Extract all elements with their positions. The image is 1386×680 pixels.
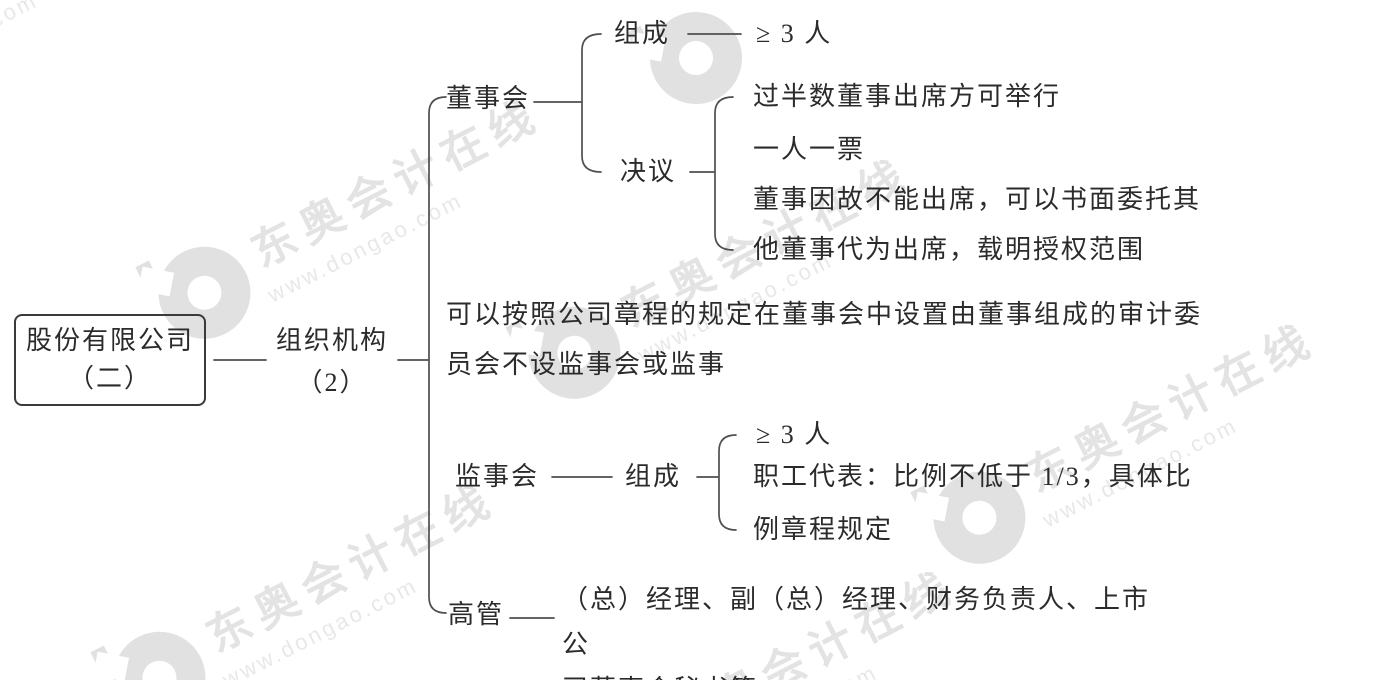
resolution-children-bracket — [714, 96, 734, 251]
watermark-brand: 东奥会计在线 — [198, 474, 505, 663]
sup-composition-item: 例章程规定 — [753, 515, 894, 544]
watermark: 东奥会计在线 www.dongao.com — [0, 0, 139, 155]
root-node: 股份有限公司 （二） — [14, 314, 206, 406]
executives-label: 高管 — [448, 600, 505, 629]
audit-note-line-1: 可以按照公司章程的规定在董事会中设置由董事组成的审计委 — [446, 300, 1203, 329]
resolution-label: 决议 — [620, 157, 677, 186]
executives-line-2: 司董事会秘书等 — [562, 667, 1162, 680]
board-children-bracket — [581, 33, 602, 173]
watermark-url: www.dongao.com — [263, 187, 467, 308]
resolution-item: 一人一票 — [753, 135, 866, 164]
resolution-item: 过半数董事出席方可举行 — [753, 82, 1062, 111]
watermark — [626, 0, 758, 120]
root-line-1: 股份有限公司 — [25, 326, 194, 355]
watermark-brand: 东奥会计在线 — [0, 0, 126, 80]
org-line-1: 组织机构 — [275, 326, 388, 355]
executives-text: （总）经理、副（总）经理、财务负责人、上市公 司董事会秘书等 — [562, 577, 1162, 680]
resolution-item: 董事因故不能出席，可以书面委托其 — [753, 185, 1202, 214]
sup-composition-item: 职工代表：比例不低于 1/3，具体比 — [753, 462, 1193, 491]
root-line-2: （二） — [67, 364, 152, 393]
supervisory-label: 监事会 — [455, 462, 540, 491]
sup-composition-label: 组成 — [625, 462, 682, 491]
sup-composition-item: ≥ 3 人 — [756, 420, 833, 449]
org-node: 组织机构 （2） — [262, 320, 402, 404]
sup-composition-children-bracket — [718, 434, 737, 531]
board-composition-label: 组成 — [614, 19, 671, 48]
board-label: 董事会 — [446, 84, 531, 113]
main-bracket — [428, 96, 447, 614]
executives-line-1: （总）经理、副（总）经理、财务负责人、上市公 — [562, 585, 1151, 659]
org-line-2: （2） — [296, 368, 368, 397]
dongao-logo-icon — [90, 615, 222, 680]
board-composition-value: ≥ 3 人 — [756, 19, 833, 48]
resolution-item: 他董事代为出席，载明授权范围 — [753, 235, 1146, 264]
watermark-url: www.dongao.com — [0, 0, 42, 108]
dongao-logo-icon — [626, 0, 758, 120]
watermark: 东奥会计在线 www.dongao.com — [90, 463, 519, 680]
audit-note: 可以按照公司章程的规定在董事会中设置由董事组成的审计委 员会不设监事会或监事 — [446, 290, 1226, 390]
audit-note-line-2: 员会不设监事会或监事 — [446, 350, 727, 379]
